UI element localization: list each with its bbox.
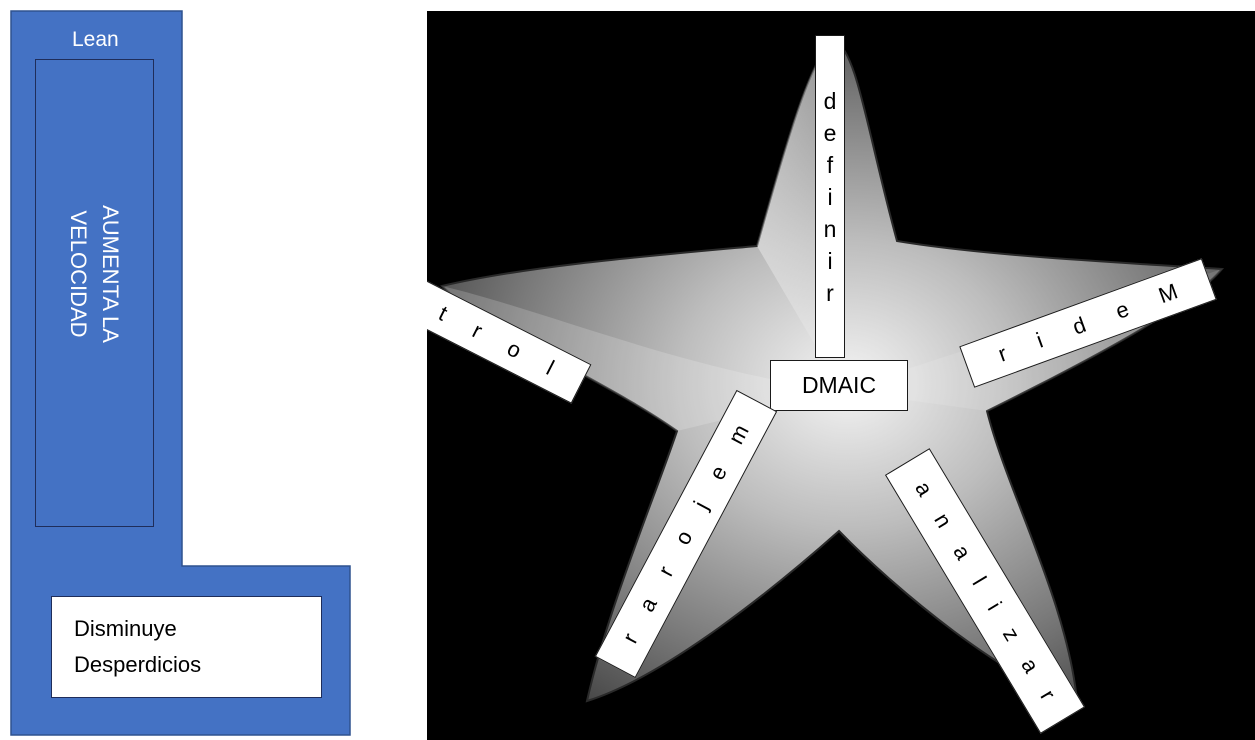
analizar-letter: l xyxy=(967,572,992,590)
waste-box: Disminuye Desperdicios xyxy=(51,596,322,698)
control-letter: o xyxy=(503,335,526,364)
medir-letter: e xyxy=(1112,296,1132,325)
definir-letter: f xyxy=(827,149,833,181)
analizar-letter: a xyxy=(909,477,938,501)
definir-letter: r xyxy=(826,277,834,309)
lean-label: Lean xyxy=(72,28,182,52)
dmaic-center-box: DMAIC xyxy=(770,360,908,411)
mejorar-letter: j xyxy=(689,497,714,514)
lean-vertical-line-2: VELOCIDAD xyxy=(62,59,94,489)
mejorar-letter: r xyxy=(653,562,679,581)
definir-letter: i xyxy=(827,181,832,213)
definir-box: d e f i n i r xyxy=(815,35,845,358)
mejorar-letter: m xyxy=(723,420,755,448)
mejorar-letter: a xyxy=(634,593,663,616)
control-letter: l xyxy=(542,355,558,380)
analizar-letter: z xyxy=(997,623,1025,646)
lean-vertical-line-1: AUMENTA LA xyxy=(94,59,126,489)
definir-letter: i xyxy=(827,245,832,277)
control-letter: r xyxy=(468,318,486,344)
analizar-letter: r xyxy=(1035,685,1061,705)
medir-letter: M xyxy=(1155,278,1181,309)
analizar-letter: i xyxy=(982,598,1007,616)
mejorar-letter: e xyxy=(704,461,733,484)
analizar-letter: n xyxy=(928,509,957,533)
mejorar-letter: o xyxy=(670,526,699,549)
definir-letter: e xyxy=(824,117,837,149)
medir-letter: i xyxy=(1033,327,1046,353)
waste-line-1: Disminuye xyxy=(74,611,321,647)
medir-letter: r xyxy=(995,341,1011,368)
definir-letter: d xyxy=(824,85,837,117)
star-panel: d e f i n i r DMAIC c o n t r o l r i d … xyxy=(427,11,1255,740)
analizar-letter: a xyxy=(1016,654,1045,678)
medir-letter: d xyxy=(1069,312,1089,341)
waste-line-2: Desperdicios xyxy=(74,647,321,683)
mejorar-letter: r xyxy=(617,629,643,648)
definir-letter: n xyxy=(824,213,837,245)
analizar-letter: a xyxy=(947,540,976,564)
control-letter: t xyxy=(434,301,451,327)
lean-vertical-text: AUMENTA LA VELOCIDAD xyxy=(62,59,126,489)
